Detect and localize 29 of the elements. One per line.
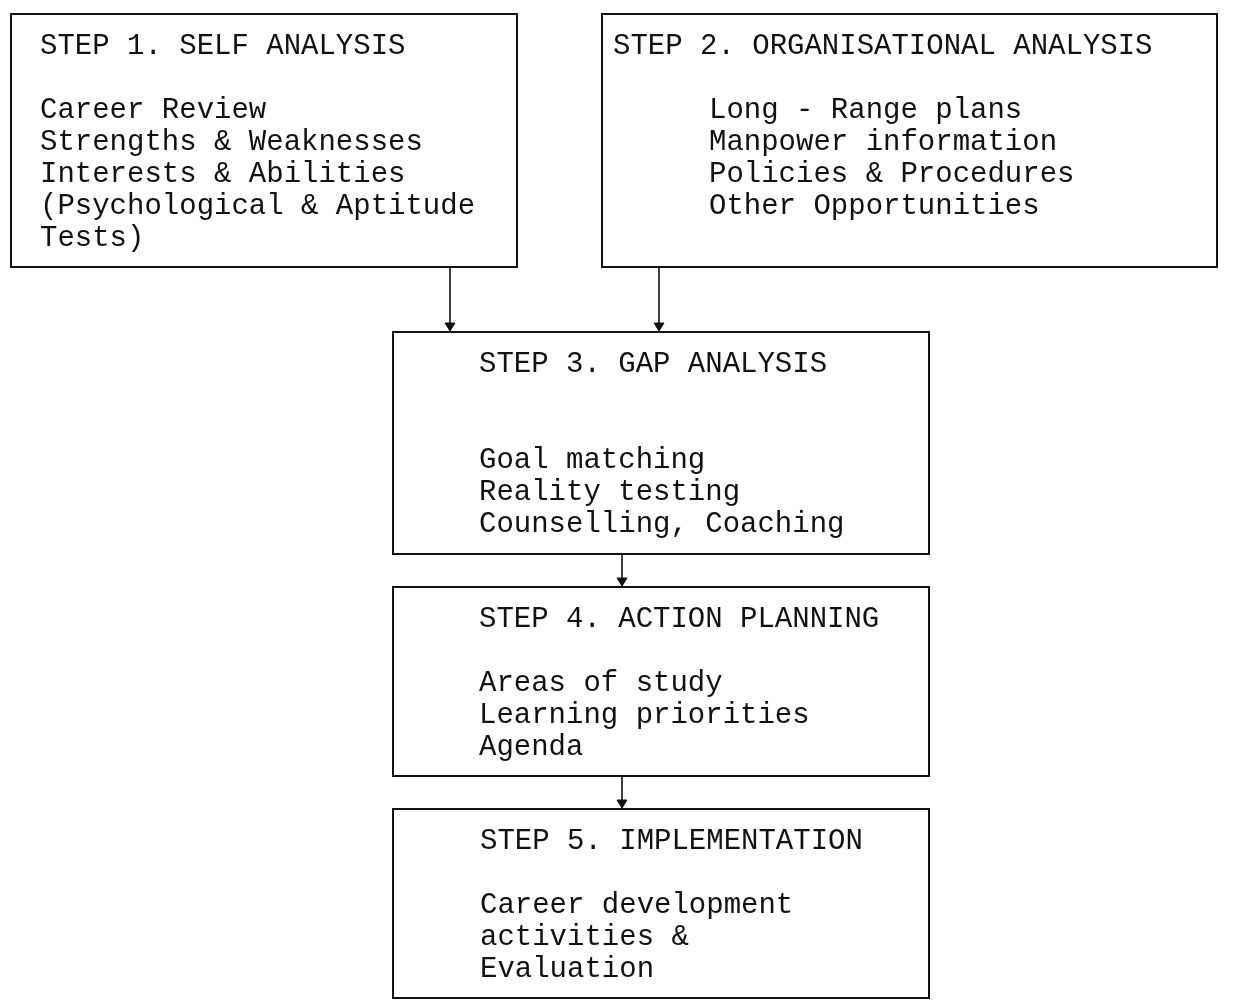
step-item: Interests & Abilities bbox=[40, 159, 407, 191]
step-item: Career Review bbox=[40, 95, 268, 127]
step-item: (Psychological & Aptitude Tests) bbox=[40, 191, 477, 255]
step-heading: STEP 2. ORGANISATIONAL ANALYSIS bbox=[613, 31, 1154, 63]
step-item: Counselling, Coaching bbox=[479, 509, 846, 541]
arrow bbox=[616, 554, 628, 587]
step-item: Other Opportunities bbox=[708, 191, 1041, 223]
step-item: Goal matching bbox=[479, 445, 707, 477]
arrow bbox=[444, 267, 456, 332]
process-box bbox=[392, 808, 930, 999]
step-item: Long - Range plans bbox=[708, 95, 1024, 127]
step-heading: STEP 5. IMPLEMENTATION bbox=[480, 826, 864, 858]
process-box bbox=[601, 13, 1218, 268]
step-heading: STEP 3. GAP ANALYSIS bbox=[479, 349, 829, 381]
step-item: Manpower information bbox=[708, 127, 1059, 159]
step-item: Learning priorities bbox=[479, 700, 811, 732]
arrow bbox=[653, 267, 665, 332]
step-item: Strengths & Weaknesses bbox=[40, 127, 424, 159]
step-item: Policies & Procedures bbox=[708, 159, 1076, 191]
process-box bbox=[392, 331, 930, 555]
arrow bbox=[616, 776, 628, 809]
step-item: Reality testing bbox=[479, 477, 742, 509]
step-item: Career development activities & Evaluation bbox=[480, 890, 795, 986]
step-item: Agenda bbox=[479, 732, 585, 764]
process-box bbox=[392, 586, 930, 777]
step-heading: STEP 1. SELF ANALYSIS bbox=[40, 31, 407, 63]
step-heading: STEP 4. ACTION PLANNING bbox=[479, 604, 881, 636]
step-item: Areas of study bbox=[479, 668, 724, 700]
process-box bbox=[10, 13, 518, 268]
